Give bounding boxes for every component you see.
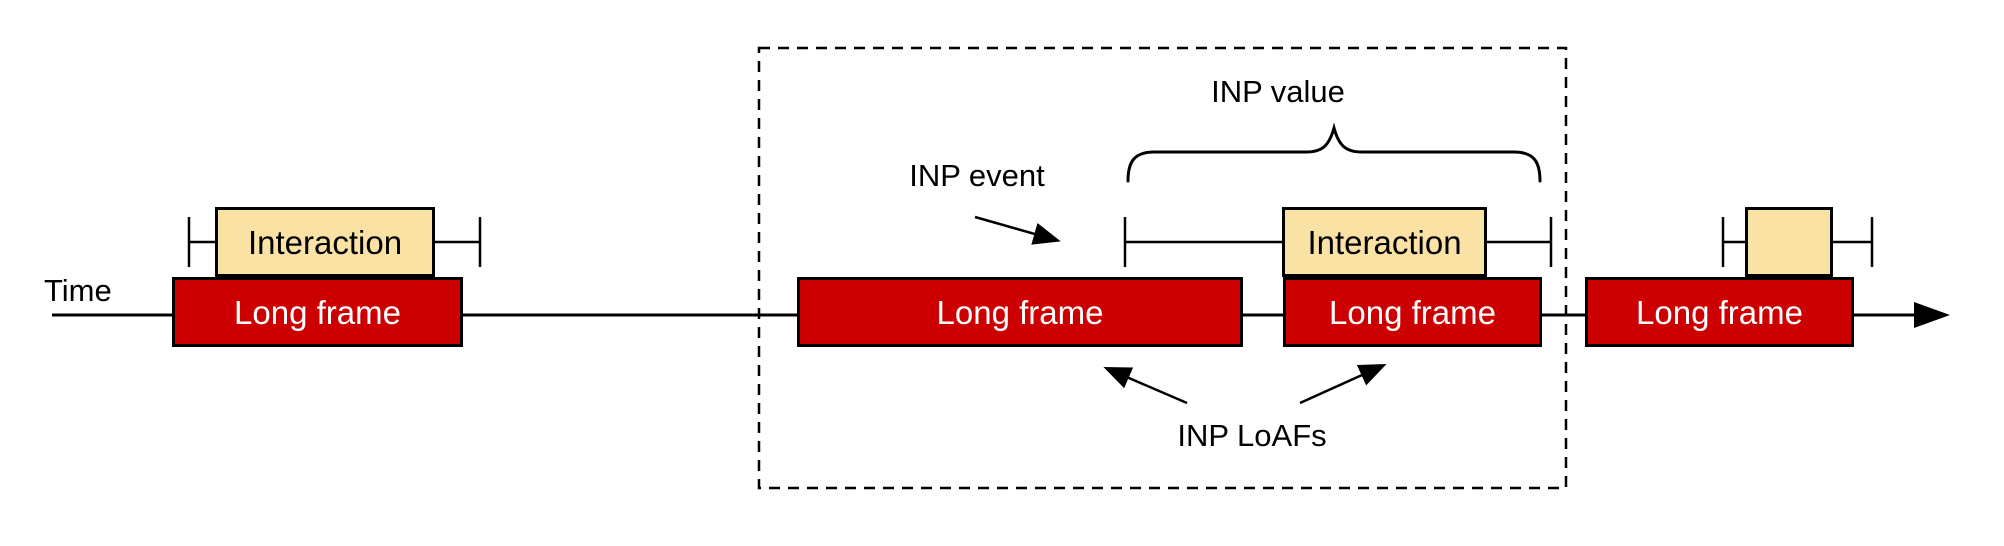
interaction-box-1: Interaction [215,207,435,277]
interaction-label: Interaction [247,223,403,261]
long-frame-label: Long frame [234,293,401,331]
long-frame-label: Long frame [1636,293,1803,331]
long-frame-box-4: Long frame [1585,277,1854,347]
inp-loafs-label: INP LoAFs [1177,418,1327,453]
inp-event-label: INP event [909,158,1045,193]
interaction-box-2: Interaction [1282,207,1487,277]
interaction-label: Interaction [1307,223,1462,261]
time-axis-label: Time [44,273,112,308]
long-frame-box-2: Long frame [797,277,1243,347]
interaction-box-3 [1745,207,1833,277]
long-frame-label: Long frame [936,293,1104,331]
inp-value-label: INP value [1211,74,1345,109]
timeline-arrowhead-icon [1914,302,1950,328]
long-frame-box-3: Long frame [1283,277,1542,347]
long-frame-box-1: Long frame [172,277,463,347]
long-frame-label: Long frame [1329,293,1496,331]
